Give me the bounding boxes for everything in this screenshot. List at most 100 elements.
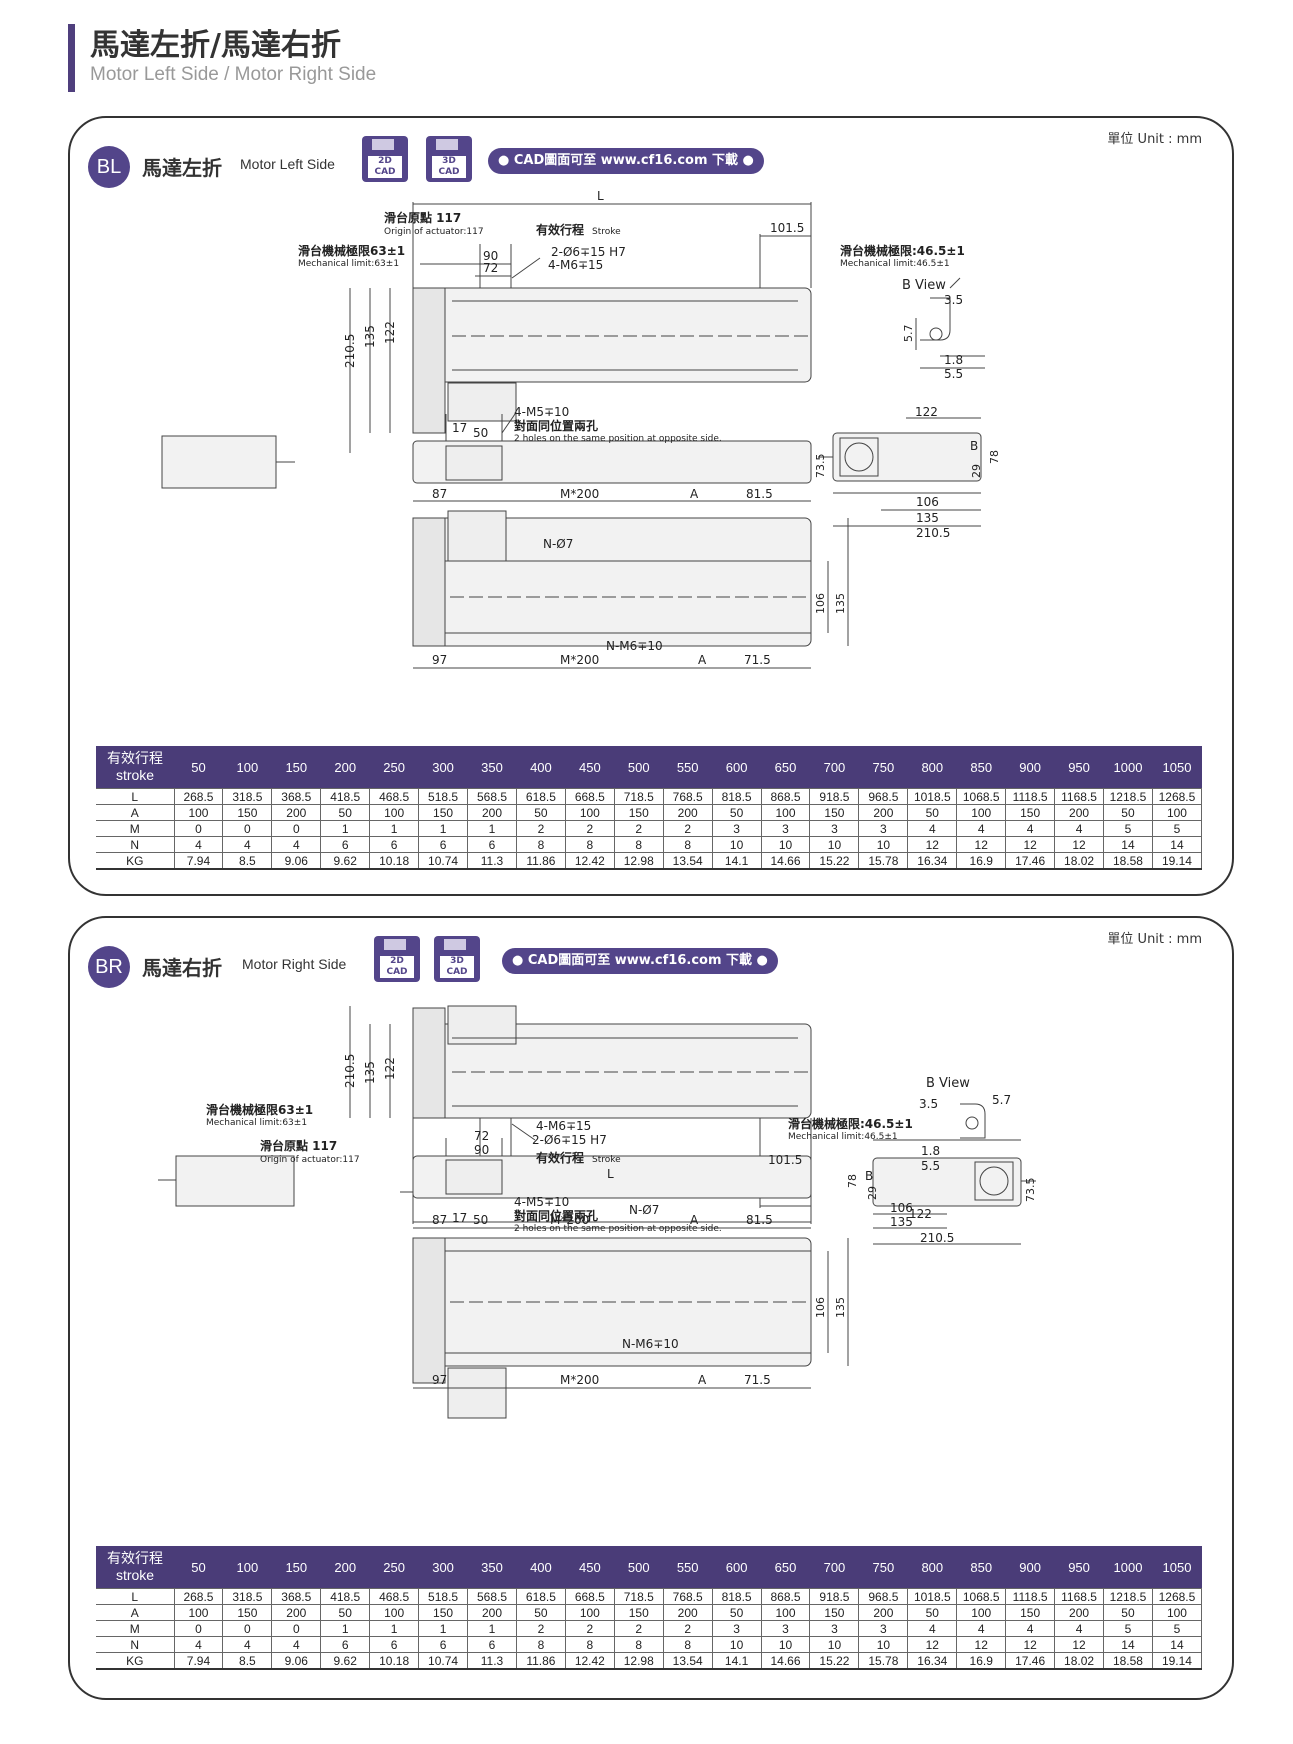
cad-2d-icon[interactable]: 2D CAD — [374, 936, 420, 982]
table-cell: 14.1 — [711, 852, 762, 870]
table-cell: 718.5 — [613, 1588, 664, 1605]
table-cell: 6 — [369, 1636, 420, 1653]
table-cell: 6 — [369, 836, 420, 853]
table-cell: 368.5 — [271, 1588, 322, 1605]
table-cell: 150 — [809, 804, 860, 821]
row-label: A — [96, 804, 175, 821]
table-cell: 0 — [222, 820, 273, 837]
table-cell: 1018.5 — [907, 1588, 958, 1605]
table-cell: 8 — [613, 1636, 664, 1653]
dimension-label: B — [865, 1169, 873, 1183]
table-cell: 50 — [711, 804, 762, 821]
table-cell: 100 — [956, 1604, 1007, 1621]
dimension-label: 73.5 — [1024, 1178, 1037, 1203]
stroke-column-header: 100 — [222, 1546, 272, 1589]
table-cell: 50 — [907, 1604, 958, 1621]
table-cell: 968.5 — [858, 788, 909, 805]
dimension-label: 87 — [432, 1213, 447, 1227]
table-cell: 18.02 — [1054, 852, 1105, 870]
row-label: N — [96, 836, 175, 853]
table-cell: 468.5 — [369, 1588, 420, 1605]
table-cell: 14.1 — [711, 1652, 762, 1670]
stroke-column-header: 250 — [369, 1546, 419, 1589]
table-cell: 1068.5 — [956, 1588, 1007, 1605]
stroke-column-header: 200 — [320, 1546, 370, 1589]
table-cell: 1 — [320, 820, 371, 837]
dimension-label: 135 — [834, 593, 847, 614]
table-cell: 1218.5 — [1103, 788, 1153, 805]
dimension-label: 81.5 — [746, 1213, 773, 1227]
table-cell: 15.22 — [809, 1652, 860, 1670]
table-cell: 918.5 — [809, 1588, 860, 1605]
dimension-label: N-Ø7 — [543, 537, 573, 551]
table-cell: 150 — [1005, 1604, 1056, 1621]
cad-3d-icon[interactable]: 3D CAD — [434, 936, 480, 982]
table-cell: 50 — [515, 804, 566, 821]
dimension-label: 滑台原點 117 — [384, 210, 461, 225]
table-cell: 668.5 — [564, 1588, 615, 1605]
table-cell: 1168.5 — [1054, 788, 1105, 805]
dimension-label: 29 — [970, 464, 983, 478]
dimension-label: 122 — [383, 1057, 397, 1080]
section-title-en: Motor Left Side — [240, 156, 335, 172]
cad-download-link[interactable]: ● CAD圖面可至 www.cf16.com 下載 ● — [488, 148, 764, 174]
table-cell: 1118.5 — [1005, 788, 1056, 805]
cad-2d-icon[interactable]: 2D CAD — [362, 136, 408, 182]
table-cell: 12 — [907, 836, 958, 853]
cad-3d-icon[interactable]: 3D CAD — [426, 136, 472, 182]
dimension-label: 87 — [432, 487, 447, 501]
stroke-column-header: 350 — [467, 1546, 517, 1589]
table-cell: 8.5 — [222, 852, 273, 870]
table-cell: 11.3 — [467, 852, 517, 870]
stroke-column-header: 500 — [614, 1546, 664, 1589]
table-cell: 4 — [222, 1636, 273, 1653]
stroke-column-header: 600 — [712, 1546, 762, 1589]
table-cell: 13.54 — [662, 852, 713, 870]
technical-drawing: 210.5 135 122 滑台機械極限63±1 Mechanical limi… — [158, 1005, 1037, 1419]
table-cell: 7.94 — [173, 852, 224, 870]
table-cell: 12 — [907, 1636, 958, 1653]
table-cell: 200 — [1054, 804, 1105, 821]
stroke-column-header: 300 — [418, 746, 468, 789]
table-cell: 4 — [1054, 1620, 1105, 1637]
dimension-label: M*200 — [550, 1213, 589, 1227]
row-label: L — [96, 788, 175, 805]
dimension-label: 1.8 — [921, 1144, 940, 1158]
table-cell: 50 — [711, 1604, 762, 1621]
table-cell: 3 — [858, 820, 909, 837]
dimension-label: M*200 — [560, 1373, 599, 1387]
table-cell: 50 — [1103, 1604, 1153, 1621]
stroke-column-header: 400 — [516, 746, 566, 789]
dimension-label: 5.5 — [921, 1159, 940, 1173]
stroke-column-header: 150 — [271, 746, 321, 789]
stroke-column-header: 450 — [565, 746, 615, 789]
stroke-column-header: 950 — [1054, 1546, 1104, 1589]
table-cell: 4 — [1054, 820, 1105, 837]
stroke-column-header: 800 — [907, 746, 957, 789]
table-cell: 200 — [662, 804, 713, 821]
table-cell: 16.34 — [907, 1652, 958, 1670]
table-cell: 9.62 — [320, 1652, 371, 1670]
table-cell: 150 — [418, 1604, 469, 1621]
page-subtitle: Motor Left Side / Motor Right Side — [90, 64, 377, 85]
table-cell: 318.5 — [222, 788, 273, 805]
cad-download-link[interactable]: ● CAD圖面可至 www.cf16.com 下載 ● — [502, 948, 778, 974]
table-cell: 268.5 — [173, 1588, 224, 1605]
table-cell: 12 — [956, 1636, 1007, 1653]
dimension-label: 對面同位置兩孔 — [514, 1208, 598, 1223]
table-cell: 518.5 — [418, 1588, 469, 1605]
table-cell: 150 — [613, 804, 664, 821]
table-cell: 200 — [1054, 1604, 1105, 1621]
table-cell: 200 — [271, 1604, 322, 1621]
dimension-label: 4-M6∓15 — [536, 1119, 591, 1133]
dimension-label: 50 — [473, 426, 488, 440]
table-cell: 150 — [222, 1604, 273, 1621]
dimension-label: 1.8 — [944, 353, 963, 367]
dimension-label: 有效行程 — [536, 222, 584, 237]
table-cell: 2 — [564, 1620, 615, 1637]
